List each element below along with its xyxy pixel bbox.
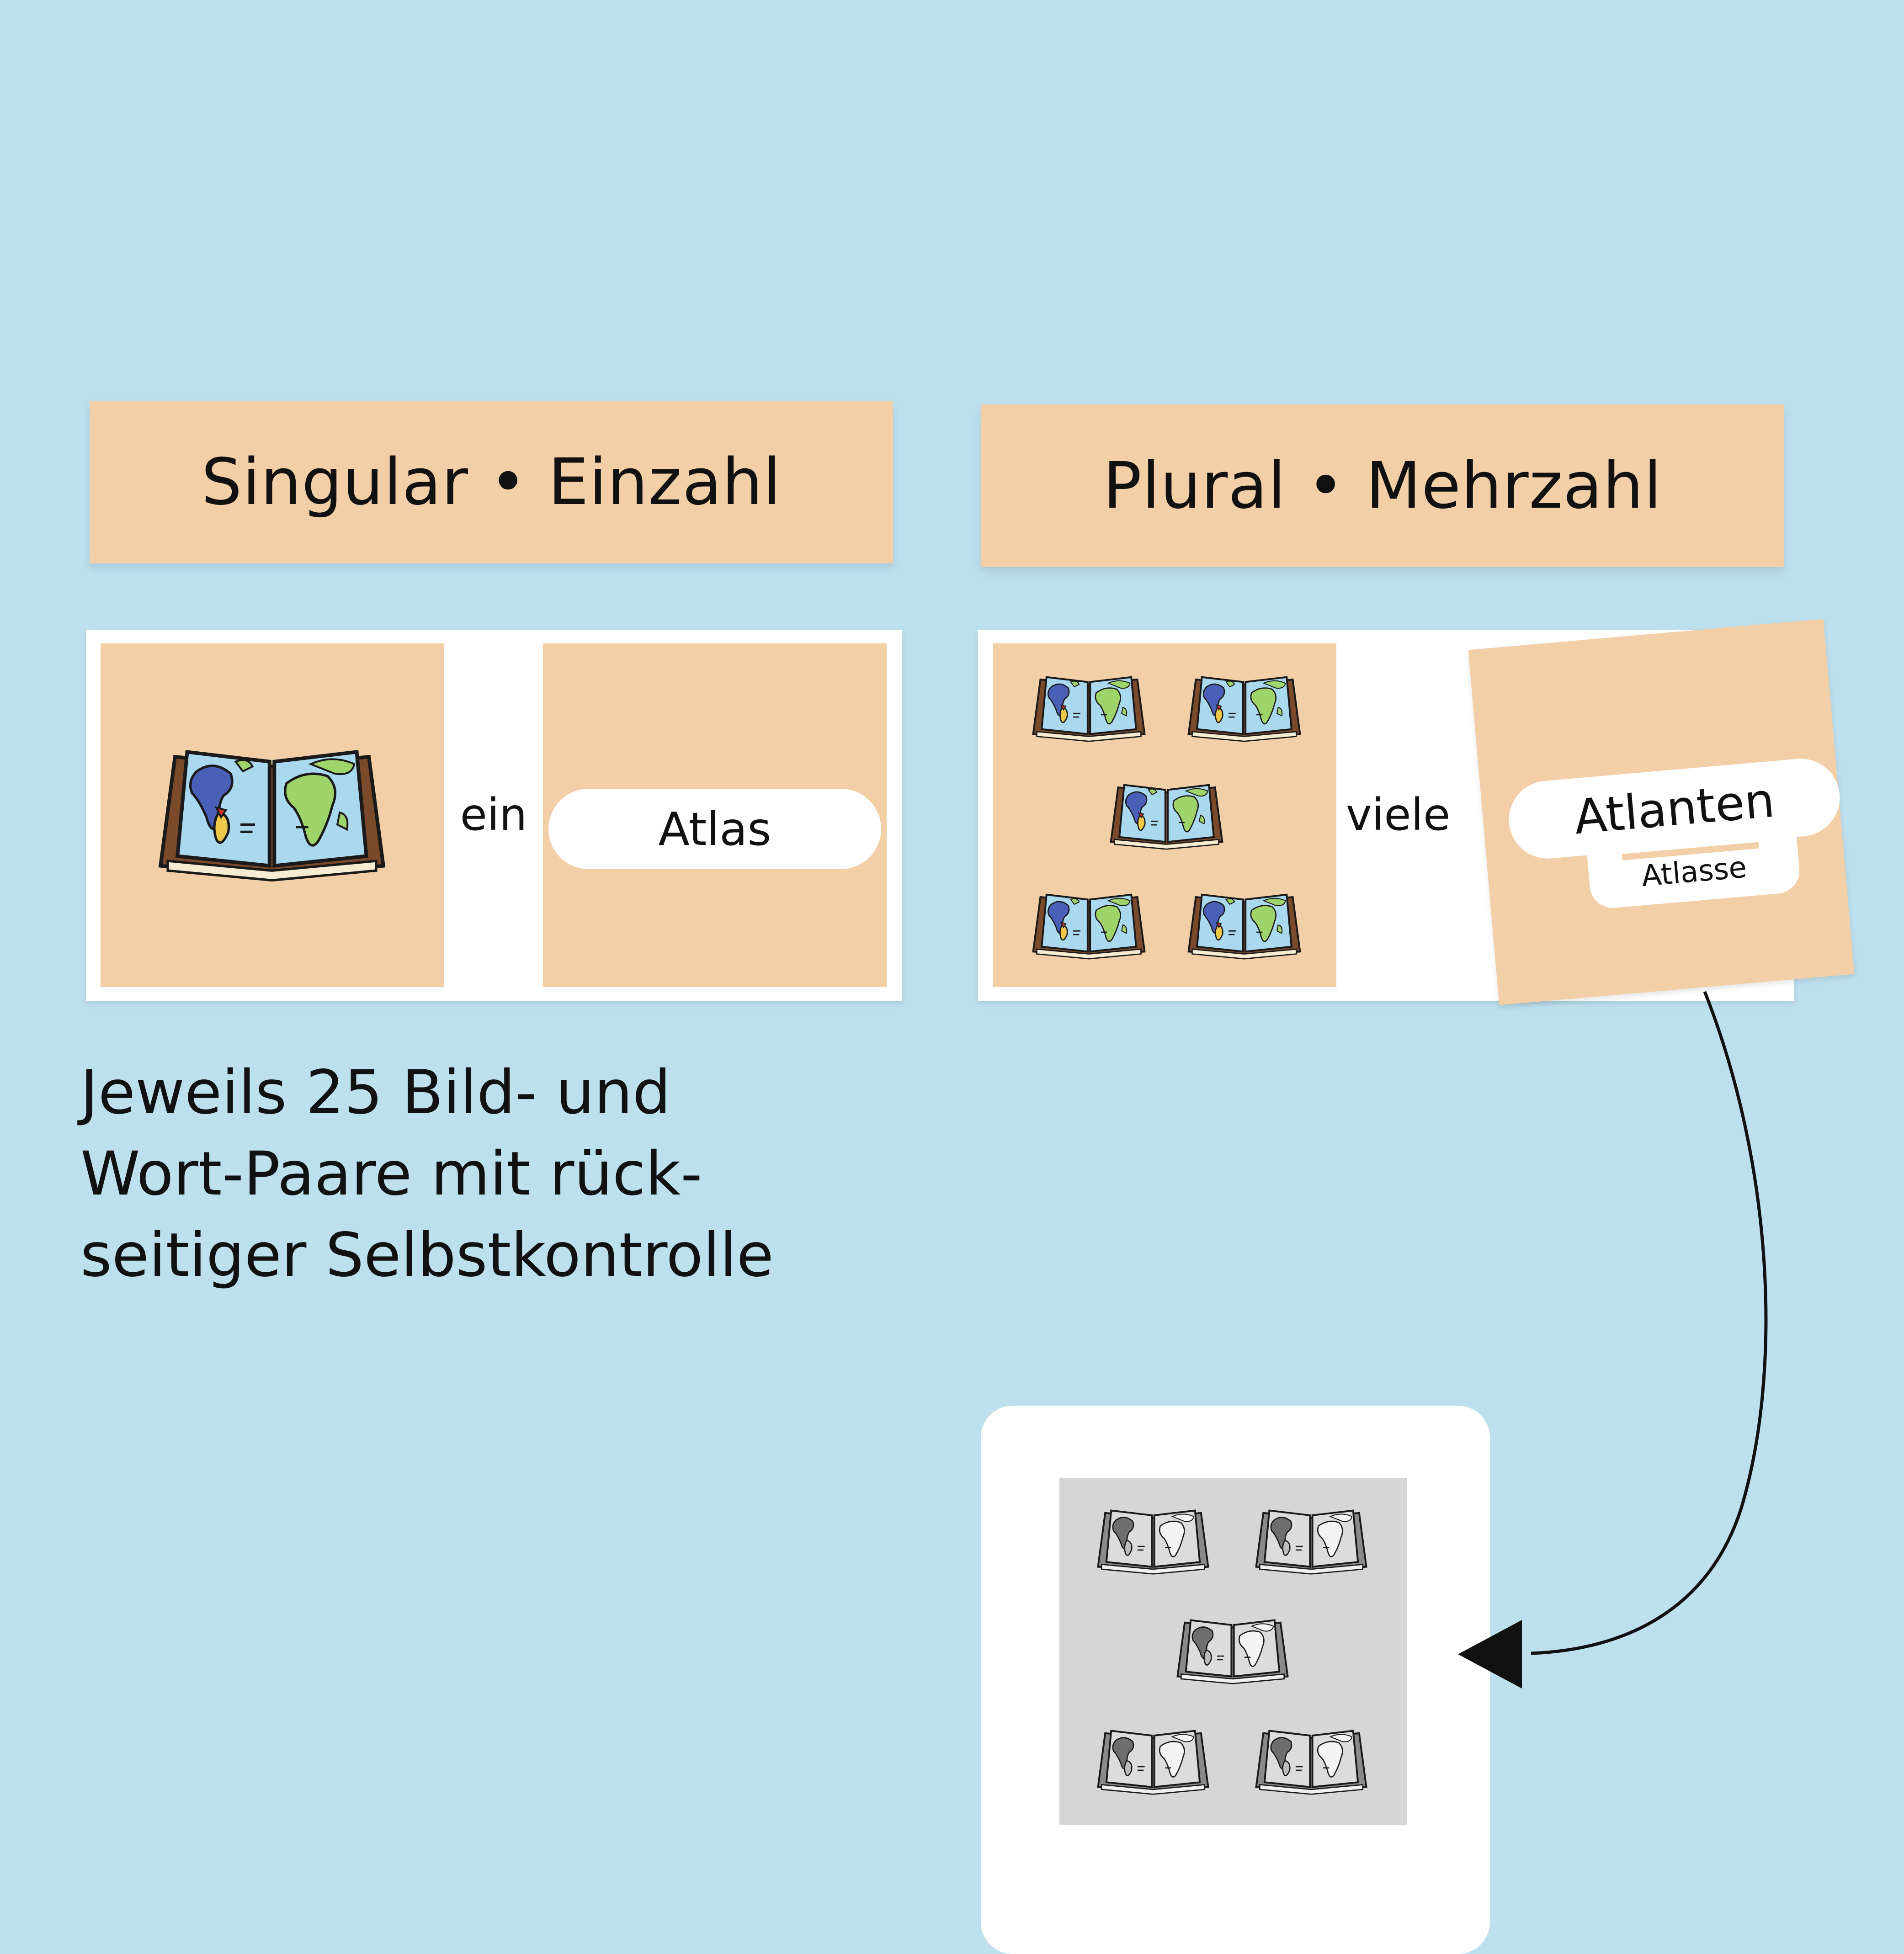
singular-header: Singular • Einzahl	[90, 401, 893, 563]
description-line-3: seitiger Selbstkontrolle	[80, 1220, 774, 1290]
singular-card-strip: ein Atlas	[86, 630, 902, 1001]
description-text: Jeweils 25 Bild- und Wort-Paare mit rück…	[80, 1052, 774, 1296]
back-picture-tile	[1059, 1478, 1407, 1825]
singular-picture-tile[interactable]	[101, 643, 444, 987]
back-side-card	[981, 1406, 1490, 1954]
singular-word-tile[interactable]: Atlas	[543, 643, 887, 987]
flip-arrow-icon	[1458, 991, 1768, 1689]
description-line-1: Jeweils 25 Bild- und	[80, 1057, 671, 1128]
description-line-2: Wort-Paare mit rück-	[80, 1139, 702, 1209]
singular-header-label: Singular • Einzahl	[201, 445, 782, 520]
plural-article: viele	[1346, 789, 1451, 840]
plural-header: Plural • Mehrzahl	[981, 404, 1784, 567]
singular-article: ein	[460, 789, 527, 840]
plural-picture-tile[interactable]	[993, 643, 1336, 987]
plural-header-label: Plural • Mehrzahl	[1103, 448, 1662, 523]
singular-word-label: Atlas	[548, 789, 881, 869]
